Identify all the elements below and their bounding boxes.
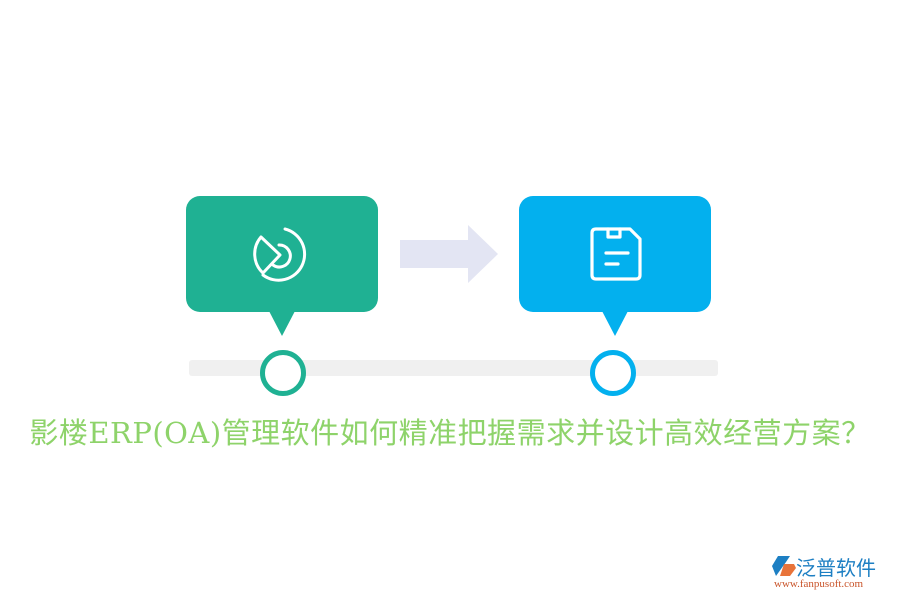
save-disk-icon: [590, 227, 642, 281]
step-2-bubble: [519, 196, 711, 336]
brand-name: 泛普软件: [796, 556, 876, 580]
brand-logo: 泛普软件 www.fanpusoft.com: [770, 552, 895, 594]
bubble-pointer: [602, 311, 628, 336]
right-arrow-icon: [400, 225, 498, 283]
timeline-track: [189, 360, 718, 376]
step-1-bubble: [186, 196, 378, 336]
timeline-node-1: [260, 350, 306, 396]
fanpu-logo-icon: [772, 556, 796, 576]
timeline-node-2: [590, 350, 636, 396]
pie-chart-icon: [253, 227, 307, 282]
page-title: 影楼ERP(OA)管理软件如何精准把握需求并设计高效经营方案？: [29, 416, 871, 450]
bubble-pointer: [269, 311, 295, 336]
brand-url: www.fanpusoft.com: [774, 578, 864, 590]
